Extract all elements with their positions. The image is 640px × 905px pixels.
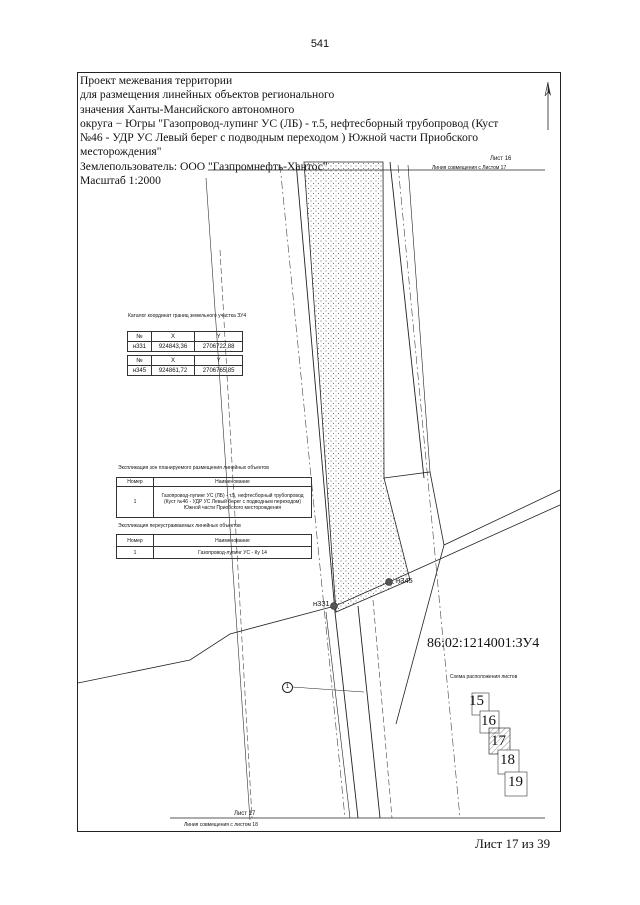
cadastral-number: 86:02:1214001:ЗУ4 [427, 636, 540, 651]
point-label-n345: н345 [396, 576, 413, 585]
sheet-index-map [471, 692, 528, 797]
title-line: месторождения" [80, 145, 162, 159]
title-line: округа − Югры "Газопровод-лупинг УС (ЛБ)… [80, 116, 499, 130]
cell: 924843,36 [150, 341, 196, 352]
title-line: Проект межевания территории [80, 74, 233, 87]
bottom-sheet-line: Линия совмещения с листом 18 [184, 822, 258, 828]
col-header: Наименование [153, 534, 312, 547]
bottom-sheet-label: Лист 17 [234, 811, 256, 817]
point-label-n331: н331 [313, 599, 330, 608]
col-header: Номер [116, 534, 154, 547]
cell: н345 [127, 365, 152, 376]
page-number: 541 [310, 38, 330, 50]
zone-marker: 1 [282, 682, 293, 693]
cell: 1 [116, 546, 154, 559]
planned-zone [303, 161, 411, 613]
col-header: Y [194, 331, 243, 342]
scale: Масштаб 1:2000 [80, 174, 161, 188]
title-line: №46 - УДР УС Левый берег с подводным пер… [80, 131, 479, 145]
point-n345 [385, 578, 393, 586]
point-n331 [330, 602, 338, 610]
title-line: значения Ханты-Мансийского автономного [80, 102, 295, 116]
sheet-counter: Лист 17 из 39 [475, 836, 551, 851]
land-user: Землепользователь: ООО "Газпромнефть-Хан… [80, 159, 328, 173]
col-header: Наименование [153, 477, 312, 487]
index-sheet-17: 17 [491, 733, 506, 749]
top-sheet-label: Лист 16 [490, 156, 512, 162]
index-sheet-19: 19 [508, 774, 523, 790]
title-line: для размещения линейных объектов региона… [80, 88, 335, 102]
planned-table-caption: Экспликация зон планируемого размещения … [118, 465, 269, 471]
cell: 2706722,88 [194, 341, 243, 352]
north-arrow-icon [544, 81, 551, 130]
cell: Газопровод-лупинг УС - Ку 14 [153, 546, 312, 559]
col-header: № [127, 331, 152, 342]
index-sheet-15: 15 [469, 693, 484, 709]
cell: н331 [127, 341, 152, 352]
index-sheet-16: 16 [481, 713, 496, 729]
relocated-table-caption: Экспликация переустраиваемых линейных об… [118, 523, 241, 529]
cell: 1 [116, 486, 154, 518]
title-block: Проект межевания территории для размещен… [80, 74, 550, 188]
col-header: Номер [116, 477, 154, 487]
crossing-line [77, 504, 561, 684]
col-header: X [150, 355, 196, 366]
col-header: № [127, 355, 152, 366]
col-header: X [150, 331, 196, 342]
top-sheet-line: Линия совмещения с Листом 17 [432, 165, 507, 171]
drawing-frame [77, 72, 561, 832]
coord-table-caption: Каталог координат границ земельного учас… [128, 313, 247, 319]
index-sheet-18: 18 [500, 752, 515, 768]
index-map-caption: Схема расположения листов [450, 674, 518, 680]
cell: 924861,72 [150, 365, 196, 376]
cell: Газопровод-лупинг УС (ЛБ) - т.5, нефтесб… [153, 486, 312, 518]
cell: 2706765,85 [194, 365, 243, 376]
col-header: Y [194, 355, 243, 366]
